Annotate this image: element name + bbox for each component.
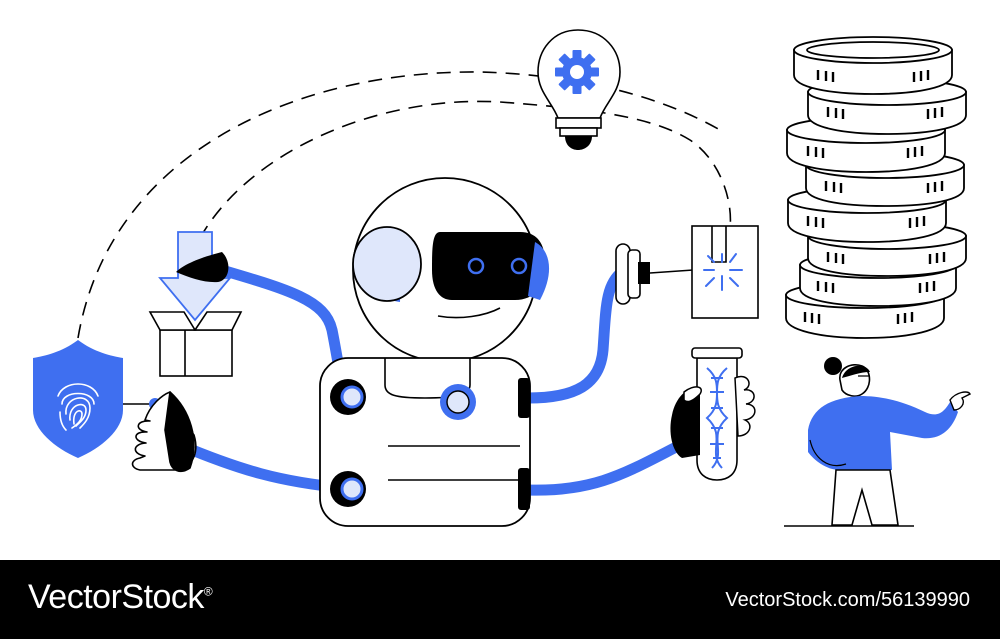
robot-hand-left (131, 391, 197, 473)
download-box-icon (148, 231, 243, 377)
lightbulb-icon (537, 29, 621, 150)
robot-head (352, 177, 550, 363)
person-icon (784, 357, 971, 527)
brand-name: VectorStock (28, 578, 204, 616)
box-icon (148, 311, 243, 377)
registered-mark: ® (203, 584, 213, 599)
dna-icon (705, 367, 729, 469)
fingerprint-icon (57, 383, 99, 431)
gear-icon (555, 50, 599, 94)
coin-stack-icon (785, 36, 967, 339)
robot-icon (319, 177, 550, 527)
robot-automation-illustration (33, 29, 971, 527)
image-id-text: VectorStock.com/56139990 (725, 589, 970, 611)
dashed-arc-connectors (77, 71, 732, 339)
robot-torso (319, 357, 531, 527)
watermark-footer: VectorStock® VectorStock.com/56139990 (0, 560, 1000, 639)
laser-cutter-icon (615, 225, 759, 319)
vectorstock-logo: VectorStock® (28, 578, 213, 617)
test-tube-icon (670, 347, 756, 481)
